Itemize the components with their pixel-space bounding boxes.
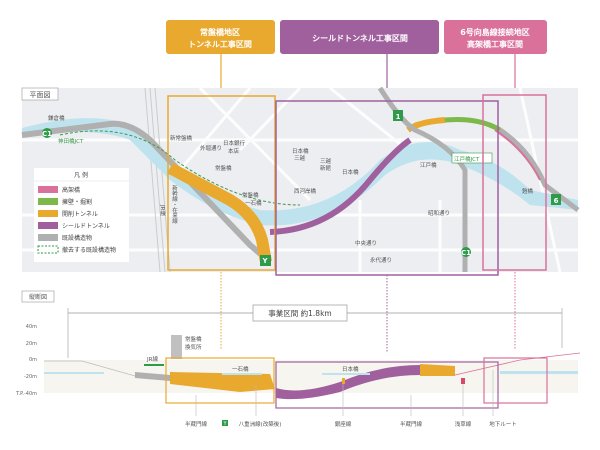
place-label: 三越 (320, 157, 332, 165)
plan-label: 平面図 (30, 91, 51, 99)
place-label: 新館 (320, 164, 332, 172)
place-label: 一石橋 (245, 199, 262, 207)
header-text: 高架橋工事区間 (467, 39, 523, 49)
legend-item: 高架橋 (62, 186, 80, 194)
place-label: 新常盤橋 (170, 134, 193, 142)
bottom-label: 地下ルート (489, 420, 517, 428)
header-pink: 6号向島線接続地区 高架橋工事区間 (444, 20, 547, 95)
annotation: 日本橋 (342, 365, 359, 373)
place-label: 日本橋 (292, 147, 309, 155)
place-label: 常盤橋 (215, 164, 232, 172)
place-label: 中央通り (355, 239, 377, 247)
legend-item: シールドトンネル (62, 223, 110, 230)
place-label: 常盤橋 (242, 191, 259, 199)
annotation: JR線 (146, 355, 158, 363)
place-label: 江戸橋 (420, 161, 437, 169)
bottom-label: 銀座線 (335, 420, 352, 428)
header-orange: 常盤橋地区 トンネル工事区間 (166, 20, 275, 96)
rail-label-shinkansen: 新幹線・在来線 (171, 184, 178, 224)
header-text: 6号向島線接続地区 (460, 27, 530, 37)
jct-label: 神田橋JCT (58, 137, 84, 145)
profile-label: 縦断図 (29, 293, 47, 301)
y-tick: 0m (29, 357, 37, 363)
legend-item: 既設構造物 (62, 234, 92, 242)
annotation: 常盤橋 (185, 335, 202, 343)
legend-item: 擁壁・掘割 (62, 198, 92, 206)
bottom-label: 八重洲線(改築後) (239, 420, 282, 428)
annotation: 換気所 (185, 343, 202, 351)
route-marker-1: 1 (396, 113, 401, 121)
place-label: 本店 (228, 147, 240, 155)
route-marker-c1: C1 (461, 249, 471, 257)
y-tick: 20m (26, 341, 37, 347)
plan-map: 平面図 鎌倉橋 神田橋JCT 新常盤橋 外堀通り 日本銀行 本店 常盤橋 常盤橋… (21, 86, 580, 276)
place-label: 外堀通り (200, 144, 222, 152)
route-marker-c1: C1 (42, 130, 52, 138)
bottom-label: 浅草線 (455, 420, 472, 428)
place-label: 永代通り (370, 256, 392, 264)
route-marker-6: 6 (554, 197, 559, 205)
span-label: 事業区間 約1.8km (268, 308, 331, 318)
place-label: 昭和通り (428, 209, 450, 217)
y-tick: -20m (24, 374, 37, 380)
annotation: 一石橋 (232, 365, 249, 373)
route-marker-y: Y (261, 257, 268, 265)
header-text: トンネル工事区間 (188, 39, 252, 49)
place-label: 日本銀行 (223, 139, 246, 147)
bottom-label: 半蔵門線 (400, 420, 423, 428)
header-text: 常盤橋地区 (200, 27, 240, 37)
y-tick: T.P.-40m (15, 391, 37, 397)
legend-title: 凡 例 (74, 171, 88, 179)
jct-label: 江戸橋JCT (454, 155, 480, 163)
place-label: 三越 (294, 154, 306, 162)
y-tick: 40m (26, 324, 37, 330)
legend-item: 撤去する既設構造物 (62, 246, 116, 254)
rail-label-jr: JR線 (159, 204, 166, 216)
header-text: シールドトンネル工事区間 (312, 33, 408, 43)
profile: 縦断図 事業区間 約1.8km 40m 20m 0m -20m T.P.-40m… (15, 290, 581, 428)
place-label: 鎌倉橋 (48, 114, 65, 122)
legend-item: 開削トンネル (62, 210, 98, 218)
route-marker-y: Y (222, 421, 227, 427)
place-label: 鎧橋 (522, 187, 534, 195)
place-label: 日本橋 (342, 168, 359, 176)
legend: 凡 例 高架橋 擁壁・掘割 開削トンネル シールドトンネル 既設構造物 撤去する… (34, 168, 129, 262)
place-label: 西河岸橋 (294, 187, 317, 195)
bottom-label: 半蔵門線 (185, 420, 208, 428)
